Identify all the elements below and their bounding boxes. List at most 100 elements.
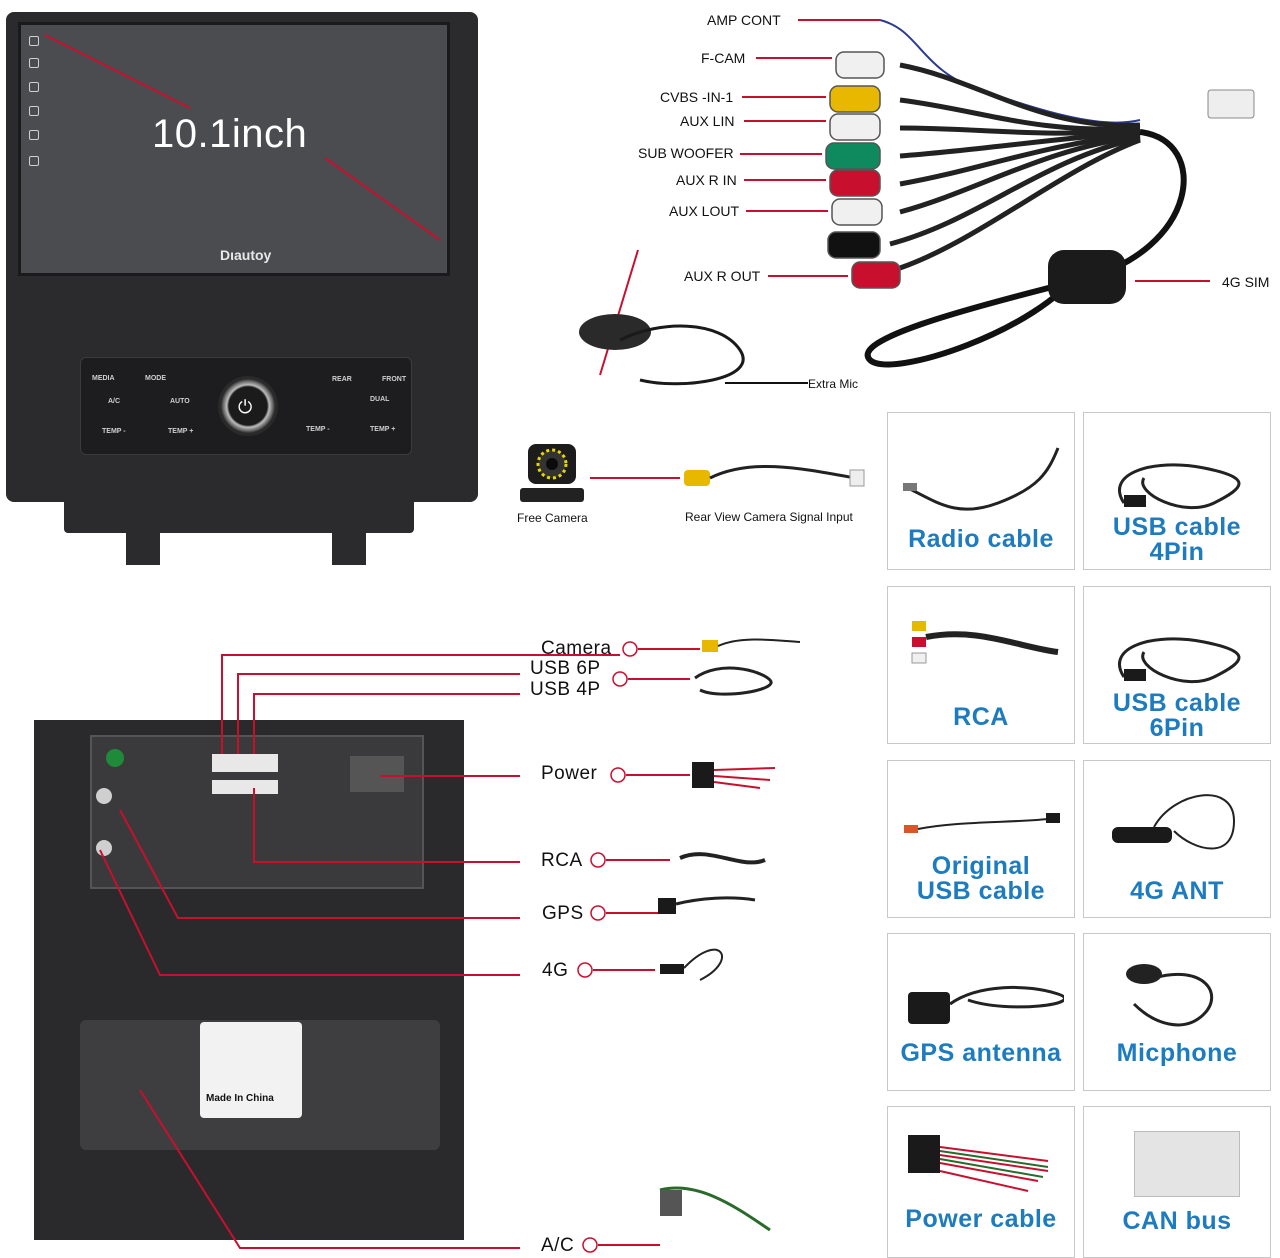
accessory-can-bus: CAN bus: [1083, 1106, 1271, 1258]
thumb-4g-cable: [683, 948, 723, 981]
leader-usb-4p: [253, 693, 520, 754]
leader-ac: [139, 1089, 520, 1249]
panel-label-front: FRONT: [382, 376, 407, 383]
label-sub-woofer: SUB WOOFER: [638, 145, 734, 161]
power-connector: [350, 756, 404, 792]
panel-label-temp-plus-1: TEMP +: [168, 428, 194, 435]
plug-black: [827, 231, 881, 259]
rca-image: [911, 621, 1059, 664]
original-usb-image: [904, 813, 1060, 833]
port-circle-ac: [582, 1237, 598, 1253]
panel-label-media: MEDIA: [92, 375, 115, 382]
can-bus-image: [1134, 1131, 1240, 1197]
cable-4: [899, 129, 1141, 159]
label-amp-cont: AMP CONT: [707, 12, 781, 28]
label-extra-mic: Extra Mic: [808, 377, 859, 391]
thumb-usb-cable: [694, 666, 773, 696]
label-free-camera: Free Camera: [517, 511, 588, 525]
accessory-label-radio-cable: Radio cable: [908, 525, 1054, 553]
port-circle-camera: [622, 641, 638, 657]
back-label-sticker: [200, 1022, 302, 1118]
accessory-4g-ant: 4G ANT: [1083, 760, 1271, 918]
thumb-ac-wires: [659, 1186, 771, 1232]
leader-extra-mic: [599, 249, 639, 376]
leader-rca: [253, 788, 520, 863]
port-label-camera: Camera: [541, 638, 612, 659]
accessory-label-usb-4pin-line1: USB cable: [1112, 513, 1242, 541]
plug-aux-r-out: [851, 261, 901, 289]
gps-port: [96, 788, 112, 804]
camera-mount: [520, 488, 584, 502]
panel-label-dual: DUAL: [370, 396, 390, 403]
panel-label-temp-minus-1: TEMP -: [102, 428, 126, 435]
label-aux-lin: AUX LIN: [680, 113, 735, 129]
port-label-usb-6p: USB 6P: [530, 658, 601, 679]
accessory-radio-cable: Radio cable: [887, 412, 1075, 570]
cable-7: [889, 135, 1141, 247]
port-circle-4g: [577, 962, 593, 978]
panel-label-temp-plus-2: TEMP +: [370, 426, 396, 433]
panel-label-rear: REAR: [332, 376, 352, 383]
diagonal-line-bottom: [324, 157, 441, 241]
rca-harness-diagram: [579, 19, 1255, 386]
gps-antenna-image: [908, 986, 1064, 1024]
port-label-ac: A/C: [541, 1235, 575, 1256]
power-icon: ⏻: [238, 397, 253, 417]
accessory-label-original-line2: USB cable: [916, 877, 1046, 905]
rca-plugs: [825, 51, 901, 289]
thumb-power-plug: [692, 762, 714, 788]
diagonal-line-top: [44, 34, 191, 109]
thumb-power-wires: [713, 767, 776, 789]
thumb-gps-module: [658, 898, 676, 914]
cable-6: [899, 133, 1141, 215]
back-leader-lines: [99, 638, 801, 1253]
port-label-usb-4p: USB 4P: [530, 679, 601, 700]
home-side-icon: [29, 58, 39, 68]
back-side-icon: [29, 82, 39, 92]
volume-down-side-icon: [29, 130, 39, 140]
mic-puck: [579, 314, 651, 350]
cable-2: [899, 97, 1141, 132]
plug-f-cam: [835, 51, 885, 79]
plug-aux-r-in: [829, 169, 881, 197]
port-label-4g: 4G: [542, 960, 569, 981]
port-label-rca: RCA: [541, 850, 583, 871]
label-aux-r-in: AUX R IN: [676, 172, 737, 188]
usb-camera-connector: [212, 754, 278, 772]
harness-connector: [1207, 89, 1255, 119]
screen-diagonal: [44, 34, 441, 241]
menu-side-icon: [29, 156, 39, 166]
leader-gps: [119, 809, 520, 919]
panel-label-auto: AUTO: [170, 398, 190, 405]
plug-cvbs: [829, 85, 881, 113]
front-foot-right: [332, 525, 366, 565]
camera-diagram: [520, 444, 865, 502]
volume-knob: [218, 376, 278, 436]
camera-rca-plug: [684, 470, 710, 486]
label-rear-view-signal: Rear View Camera Signal Input: [685, 510, 853, 524]
label-aux-lout: AUX LOUT: [669, 203, 740, 219]
camera-connector: [849, 469, 865, 487]
volume-up-side-icon: [29, 106, 39, 116]
accessory-micphone: Micphone: [1083, 933, 1271, 1091]
cable-3: [899, 125, 1141, 136]
port-circle-gps: [590, 905, 606, 921]
label-f-cam: F-CAM: [701, 50, 746, 66]
panel-label-mode: MODE: [145, 375, 166, 382]
accessory-usb-6pin: USB cable 6Pin: [1083, 586, 1271, 744]
label-4g-sim: 4G SIM: [1222, 274, 1270, 290]
front-foot-left: [126, 525, 160, 565]
power-side-icon: [29, 36, 39, 46]
cable-5: [899, 131, 1141, 187]
label-aux-r-out: AUX R OUT: [684, 268, 761, 284]
radio-cable-image: [903, 447, 1060, 511]
port-label-gps: GPS: [542, 903, 584, 924]
thumb-gps-cable: [675, 896, 756, 906]
4g-sim-module: [1048, 250, 1126, 304]
made-in-china-label: Made In China: [206, 1093, 274, 1104]
leader-usb-6p: [237, 673, 520, 754]
thumb-4g-antenna: [660, 964, 684, 974]
thumb-camera-cable: [717, 638, 801, 647]
thumb-camera-plug: [702, 640, 718, 652]
thumb-rca-cable: [679, 852, 766, 865]
